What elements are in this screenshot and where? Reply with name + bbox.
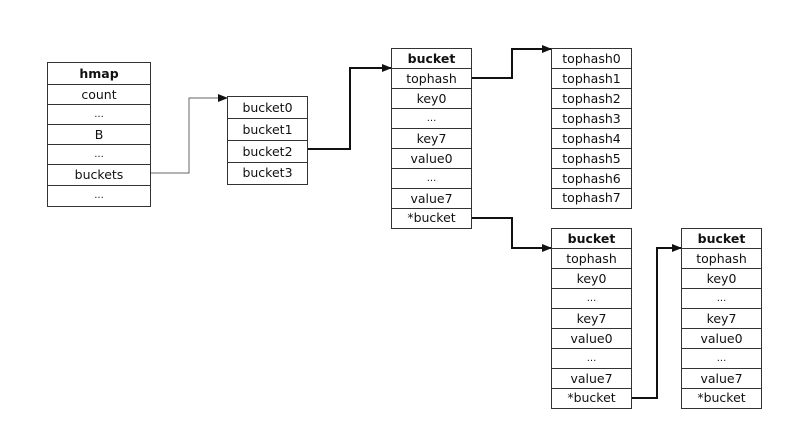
- bucket-array-item: bucket2: [228, 141, 307, 163]
- bucket-field-value0: value0: [682, 329, 761, 349]
- bucket-array-item: bucket3: [242, 165, 293, 180]
- hmap-field-count: count: [48, 85, 150, 105]
- tophash-pointer-arrow: [472, 45, 552, 79]
- overflow-bucket-1: bucket tophash key0 ... key7 value0 ... …: [551, 228, 632, 409]
- bucket-field-ellipsis: ...: [682, 289, 761, 309]
- hmap-field-b: B: [48, 125, 150, 145]
- bucket-title: bucket: [682, 229, 761, 249]
- bucket-field-key0: key0: [392, 89, 471, 109]
- tophash-item: tophash4: [552, 129, 631, 149]
- bucket-array-item: bucket1: [228, 119, 307, 141]
- tophash-item: tophash6: [552, 169, 631, 189]
- bucket-field-ellipsis: ...: [552, 349, 631, 369]
- bucket2-pointer-arrow: [307, 64, 392, 150]
- hmap-field-ellipsis: ...: [94, 190, 104, 201]
- bucket-field-tophash: tophash: [682, 249, 761, 269]
- bucket-field-ellipsis: ...: [682, 349, 761, 369]
- tophash-item: tophash5: [552, 149, 631, 169]
- bucket-field-key7: key7: [392, 129, 471, 149]
- overflow-pointer-arrow-1: [472, 217, 552, 252]
- bucket-field-value0: value0: [392, 149, 471, 169]
- bucket-title: bucket: [552, 229, 631, 249]
- bucket-field-value7: value7: [392, 189, 471, 209]
- buckets-array: bucket0 bucket1 bucket2 bucket3: [227, 96, 308, 185]
- bucket-field-ellipsis: ...: [392, 109, 471, 129]
- tophash-array: tophash0 tophash1 tophash2 tophash3 toph…: [551, 48, 632, 209]
- tophash-item: tophash7: [562, 190, 621, 205]
- overflow-bucket-2: bucket tophash key0 ... key7 value0 ... …: [681, 228, 762, 409]
- bucket-title: bucket: [392, 49, 471, 69]
- bucket-field-value0: value0: [552, 329, 631, 349]
- bucket-field-overflow: *bucket: [697, 390, 746, 405]
- overflow-pointer-arrow-2: [632, 244, 682, 399]
- buckets-pointer-arrow: [150, 94, 228, 174]
- hmap-field-ellipsis: ...: [48, 105, 150, 125]
- tophash-item: tophash2: [552, 89, 631, 109]
- bucket-field-key0: key0: [682, 269, 761, 289]
- bucket-field-key0: key0: [552, 269, 631, 289]
- hmap-struct: hmap count ... B ... buckets ...: [47, 62, 151, 207]
- bucket-field-tophash: tophash: [552, 249, 631, 269]
- hmap-title: hmap: [48, 63, 150, 85]
- tophash-item: tophash1: [552, 69, 631, 89]
- bucket-array-item: bucket0: [228, 97, 307, 119]
- bucket-field-overflow: *bucket: [567, 390, 616, 405]
- bucket-field-ellipsis: ...: [552, 289, 631, 309]
- hmap-field-buckets: buckets: [48, 165, 150, 186]
- bucket-field-key7: key7: [552, 309, 631, 329]
- tophash-item: tophash0: [552, 49, 631, 69]
- bucket-field-value7: value7: [552, 369, 631, 389]
- bucket-field-ellipsis: ...: [392, 169, 471, 189]
- tophash-item: tophash3: [552, 109, 631, 129]
- bucket-struct: bucket tophash key0 ... key7 value0 ... …: [391, 48, 472, 229]
- hmap-field-ellipsis: ...: [48, 145, 150, 165]
- bucket-field-value7: value7: [682, 369, 761, 389]
- bucket-field-key7: key7: [682, 309, 761, 329]
- bucket-field-overflow: *bucket: [407, 210, 456, 225]
- bucket-field-tophash: tophash: [392, 69, 471, 89]
